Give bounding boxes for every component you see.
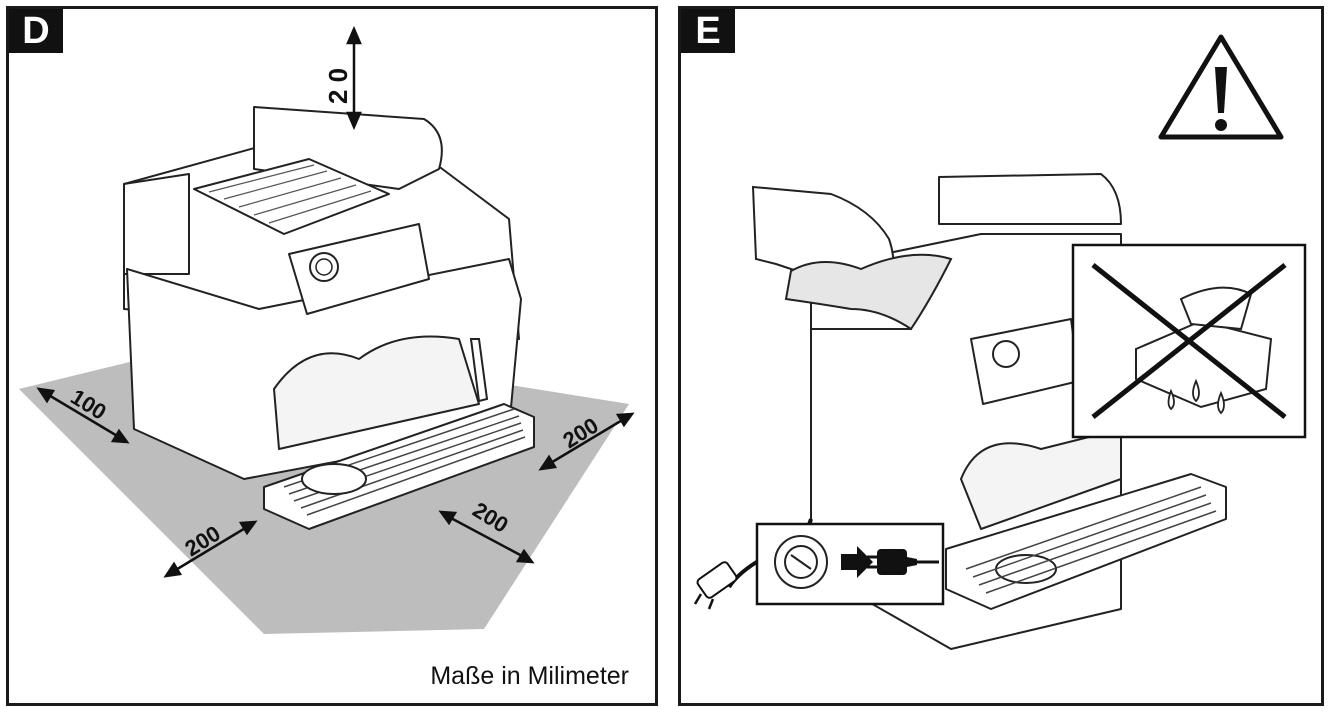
dimension-top-label: 2 0 — [323, 68, 353, 104]
cross-line-b — [1091, 263, 1287, 419]
units-caption: Maße in Milimeter — [430, 662, 629, 690]
unplug-inset — [755, 522, 945, 606]
hand-with-cloth-icon — [751, 185, 953, 331]
cup-ring — [301, 463, 367, 495]
dimension-arrows — [36, 25, 635, 578]
prohibited-rinse-inset — [1071, 243, 1307, 439]
clearance-illustration: 2 0 100 200 200 200 — [19, 25, 635, 634]
warning-icon — [1158, 34, 1284, 140]
arrow-right-icon — [841, 546, 873, 578]
wall-plug-icon — [693, 561, 738, 610]
plug-icon — [867, 549, 939, 575]
panel-e-cleaning-warning-diagram: E — [678, 6, 1324, 706]
panel-d-clearance-diagram: D — [6, 6, 658, 706]
rotary-knob — [992, 340, 1020, 368]
panel-label-e: E — [681, 9, 735, 53]
panel-label-d: D — [9, 9, 63, 53]
cleaning-illustration — [693, 34, 1307, 650]
cup-warmer-grid — [208, 164, 372, 224]
steam-wand — [469, 338, 489, 403]
drip-tray-grille — [965, 486, 1217, 594]
water-drops-icon — [1167, 378, 1225, 415]
